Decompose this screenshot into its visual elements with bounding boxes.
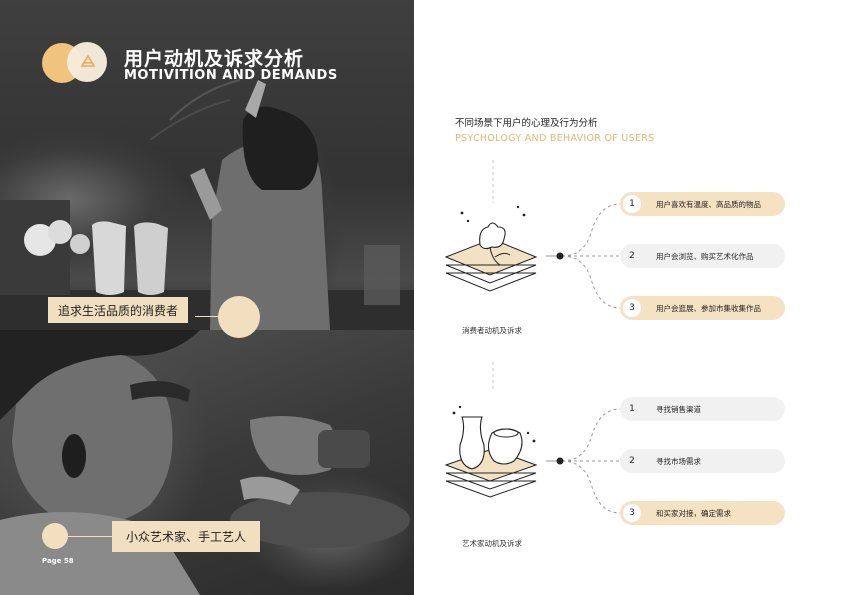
item-text: 寻找销售渠道 — [656, 404, 701, 414]
page-subtitle: MOTIVITION AND DEMANDS — [124, 68, 338, 83]
item-text: 用户喜欢有温度、高品质的物品 — [656, 199, 761, 209]
tag-top-circle — [218, 296, 260, 338]
page-number: Page 58 — [42, 557, 74, 565]
photo-panel: 用户动机及诉求分析 MOTIVITION AND DEMANDS 追求生活品质的… — [0, 0, 414, 595]
artist-vase-icon — [444, 405, 538, 498]
decor-circle-cream — [67, 42, 107, 82]
group-artist-caption: 艺术家动机及诉求 — [462, 539, 522, 548]
consumer-item-3: 3 用户会逛展、参加市集收集作品 — [620, 296, 785, 320]
flower-logo-icon — [80, 54, 96, 67]
tag-top-line — [195, 316, 223, 317]
item-number: 1 — [623, 195, 641, 213]
item-text: 用户会浏览、购买艺术化作品 — [656, 251, 754, 261]
artist-item-1: 1 寻找销售渠道 — [620, 397, 785, 421]
tag-bottom-circle — [42, 523, 68, 549]
group-consumer-caption: 消费者动机及诉求 — [462, 326, 522, 335]
photo-flower-arranging — [0, 0, 414, 330]
section-title: 不同场景下用户的心理及行为分析 — [455, 118, 598, 129]
artist-item-2: 2 寻找市场需求 — [620, 449, 785, 473]
item-number: 2 — [629, 251, 635, 261]
item-number: 3 — [623, 299, 641, 317]
section-subtitle: PSYCHOLOGY AND BEHAVIOR OF USERS — [455, 133, 655, 144]
artist-item-3: 3 和买家对接，确定需求 — [620, 501, 785, 525]
item-number: 3 — [623, 504, 641, 522]
consumer-flower-icon — [444, 205, 538, 292]
consumer-item-1: 1 用户喜欢有温度、高品质的物品 — [620, 192, 785, 216]
consumer-item-2: 2 用户会浏览、购买艺术化作品 — [620, 244, 785, 268]
tag-bottom-line — [68, 536, 114, 537]
item-number: 2 — [629, 456, 635, 466]
item-text: 用户会逛展、参加市集收集作品 — [656, 303, 761, 313]
item-text: 和买家对接，确定需求 — [656, 508, 731, 518]
tag-artist: 小众艺术家、手工艺人 — [112, 521, 260, 552]
photo-flower-arranging-shapes — [0, 79, 414, 330]
item-number: 1 — [629, 404, 635, 414]
item-text: 寻找市场需求 — [656, 456, 701, 466]
tag-consumer: 追求生活品质的消费者 — [48, 297, 188, 323]
page-title: 用户动机及诉求分析 — [124, 48, 305, 70]
